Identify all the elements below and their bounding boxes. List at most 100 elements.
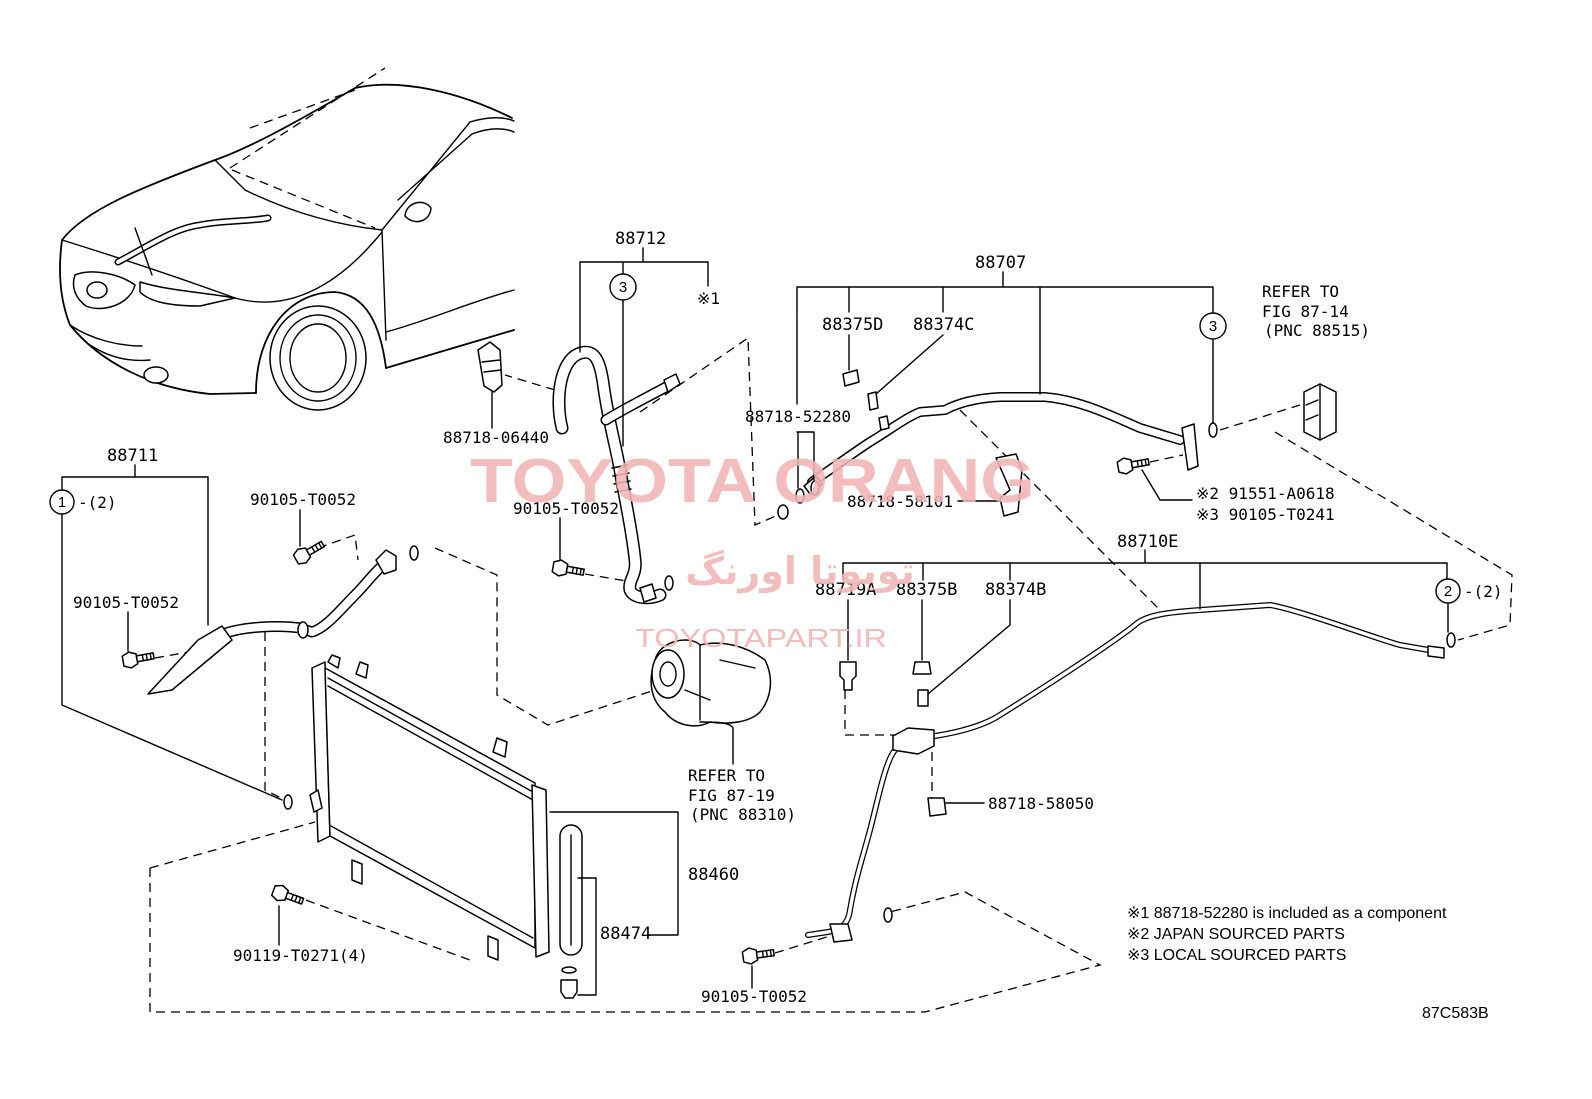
receiver-plug bbox=[560, 979, 578, 999]
car-wheel-hub bbox=[289, 323, 347, 393]
o-ring-88718-52280-a bbox=[795, 488, 805, 504]
bracket-88712 bbox=[579, 247, 709, 447]
hose-88711-end-bracket bbox=[147, 625, 233, 695]
car-cowl-a-pillar bbox=[214, 117, 515, 231]
dashed-condenser-left bbox=[149, 821, 316, 869]
condenser-bottom-bracket-1 bbox=[351, 859, 363, 885]
condenser-top-bracket-2 bbox=[355, 661, 369, 679]
o-ring-3 bbox=[664, 575, 674, 591]
callout-circle-2-quantity: -(2) bbox=[1464, 582, 1503, 601]
bolt-shank bbox=[755, 948, 775, 959]
leader-91551-A0618 bbox=[1141, 469, 1193, 501]
dashed-bolt-b bbox=[584, 573, 633, 583]
hose-88712-muffler-bands bbox=[611, 464, 632, 493]
bolt-shank bbox=[135, 652, 155, 663]
receiver-88474 bbox=[559, 824, 583, 999]
car-side-window bbox=[397, 128, 515, 201]
hose-88711-fitting bbox=[375, 549, 397, 575]
dashed-bolt-d bbox=[774, 935, 831, 954]
car-door-crease bbox=[385, 289, 515, 333]
hose-88712 bbox=[552, 345, 681, 605]
hose-88712-branch-fill bbox=[602, 382, 672, 424]
bolt-thread bbox=[571, 566, 582, 576]
callout-circle-number: 1 bbox=[58, 494, 66, 511]
refer-87-19-line-3: (PNC 88310) bbox=[690, 805, 796, 824]
label-88719A: 88719A bbox=[815, 580, 876, 600]
dashed-expansion-valve bbox=[1219, 404, 1301, 431]
label-88474: 88474 bbox=[600, 924, 651, 944]
bolt-head bbox=[121, 651, 139, 669]
bracket-88460 bbox=[549, 811, 679, 936]
car-roof-dashed bbox=[249, 89, 356, 129]
bolt-thread bbox=[1136, 458, 1147, 468]
compressor-pulley-hub bbox=[659, 661, 677, 687]
clamp-88718-58101 bbox=[995, 453, 1023, 517]
car-illustration bbox=[59, 67, 515, 411]
refer-87-14-line-2: FIG 87-14 bbox=[1262, 302, 1349, 321]
refer-87-19-line-1: REFER TO bbox=[688, 766, 765, 785]
dashed-bolt-91551 bbox=[1149, 454, 1184, 463]
callout-circle-shape bbox=[1435, 578, 1461, 604]
refer-87-14-line-3: (PNC 88515) bbox=[1264, 321, 1370, 340]
dashed-hose-88712-right bbox=[639, 336, 779, 526]
bolt-90105-T0052-a bbox=[292, 540, 326, 565]
car-engine-hose-highlight bbox=[114, 214, 272, 276]
car-side-mirror bbox=[404, 201, 432, 223]
car-fog-light bbox=[143, 366, 169, 384]
small-parts bbox=[283, 341, 1456, 923]
cap-88375B bbox=[912, 661, 932, 675]
bolt-90119-T0271 bbox=[270, 884, 305, 905]
car-fender-line bbox=[234, 231, 383, 303]
bracket-88718-52280 bbox=[796, 431, 815, 489]
refer-fig-87-19: REFER TO FIG 87-19 (PNC 88310) bbox=[688, 766, 796, 824]
car-cowl-dashed-2 bbox=[231, 169, 376, 229]
refer-87-19-line-2: FIG 87-19 bbox=[688, 786, 775, 805]
hose-88712-lower-fitting bbox=[639, 583, 657, 603]
condenser-right-tank bbox=[531, 784, 550, 958]
car-cowl-dashed bbox=[229, 67, 386, 169]
label-90105-T0052-b: 90105-T0052 bbox=[513, 499, 619, 518]
bolt-head bbox=[741, 947, 759, 965]
dashed-bolt-bracket bbox=[291, 894, 471, 961]
label-88711: 88711 bbox=[107, 446, 158, 466]
bolt-90105-T0052-b bbox=[551, 559, 585, 577]
car-rocker bbox=[385, 329, 515, 369]
leader-refer-87-19 bbox=[699, 721, 734, 765]
refer-fig-87-14: REFER TO FIG 87-14 (PNC 88515) bbox=[1262, 282, 1370, 340]
watermark-persian: تویوتا اورنگ bbox=[685, 549, 915, 594]
bracket-88711 bbox=[61, 464, 209, 626]
footnote-1: ※1 88718-52280 is included as a componen… bbox=[1127, 905, 1447, 922]
hose-88712-branch-fitting bbox=[663, 373, 681, 393]
condenser-top-bracket-1 bbox=[327, 654, 341, 669]
hose-88712-fill bbox=[553, 347, 665, 603]
label-90105-T0241: ※3 90105-T0241 bbox=[1196, 505, 1335, 524]
condenser-core-top-line bbox=[327, 677, 534, 801]
bracket-88474 bbox=[577, 877, 597, 996]
bolt-head bbox=[551, 559, 569, 577]
car-hose-slant bbox=[134, 227, 153, 276]
dashed-reference-lines bbox=[149, 336, 1513, 1013]
bolt-head bbox=[1116, 457, 1134, 475]
dashed-hose-to-compressor bbox=[434, 547, 656, 726]
o-ring-4 bbox=[883, 907, 893, 923]
condenser-core-bottom-line bbox=[330, 825, 534, 939]
label-88710E: 88710E bbox=[1117, 532, 1178, 552]
label-90105-T0052-d: 90105-T0052 bbox=[701, 987, 807, 1006]
refer-87-14-line-1: REFER TO bbox=[1262, 282, 1339, 301]
dashed-hose-88711-down bbox=[264, 632, 286, 801]
clamp-88718-58050 bbox=[927, 797, 947, 817]
bolt-shank bbox=[565, 565, 585, 576]
label-88718-52280: 88718-52280 bbox=[745, 407, 851, 426]
label-88718-58050: 88718-58050 bbox=[988, 794, 1094, 813]
label-88718-58101: 88718-58101 bbox=[847, 492, 953, 511]
o-ring-88718-52280-b bbox=[810, 480, 820, 496]
footnote-2: ※2 JAPAN SOURCED PARTS bbox=[1127, 926, 1345, 943]
receiver-o-ring bbox=[561, 966, 577, 974]
label-88374B: 88374B bbox=[985, 580, 1046, 600]
label-88460: 88460 bbox=[688, 865, 739, 885]
bolt-head bbox=[270, 884, 290, 902]
pipe-88710E-junction-block bbox=[892, 727, 935, 755]
label-88712: 88712 bbox=[615, 229, 666, 249]
clamp-88718-06440-detail bbox=[481, 359, 502, 373]
